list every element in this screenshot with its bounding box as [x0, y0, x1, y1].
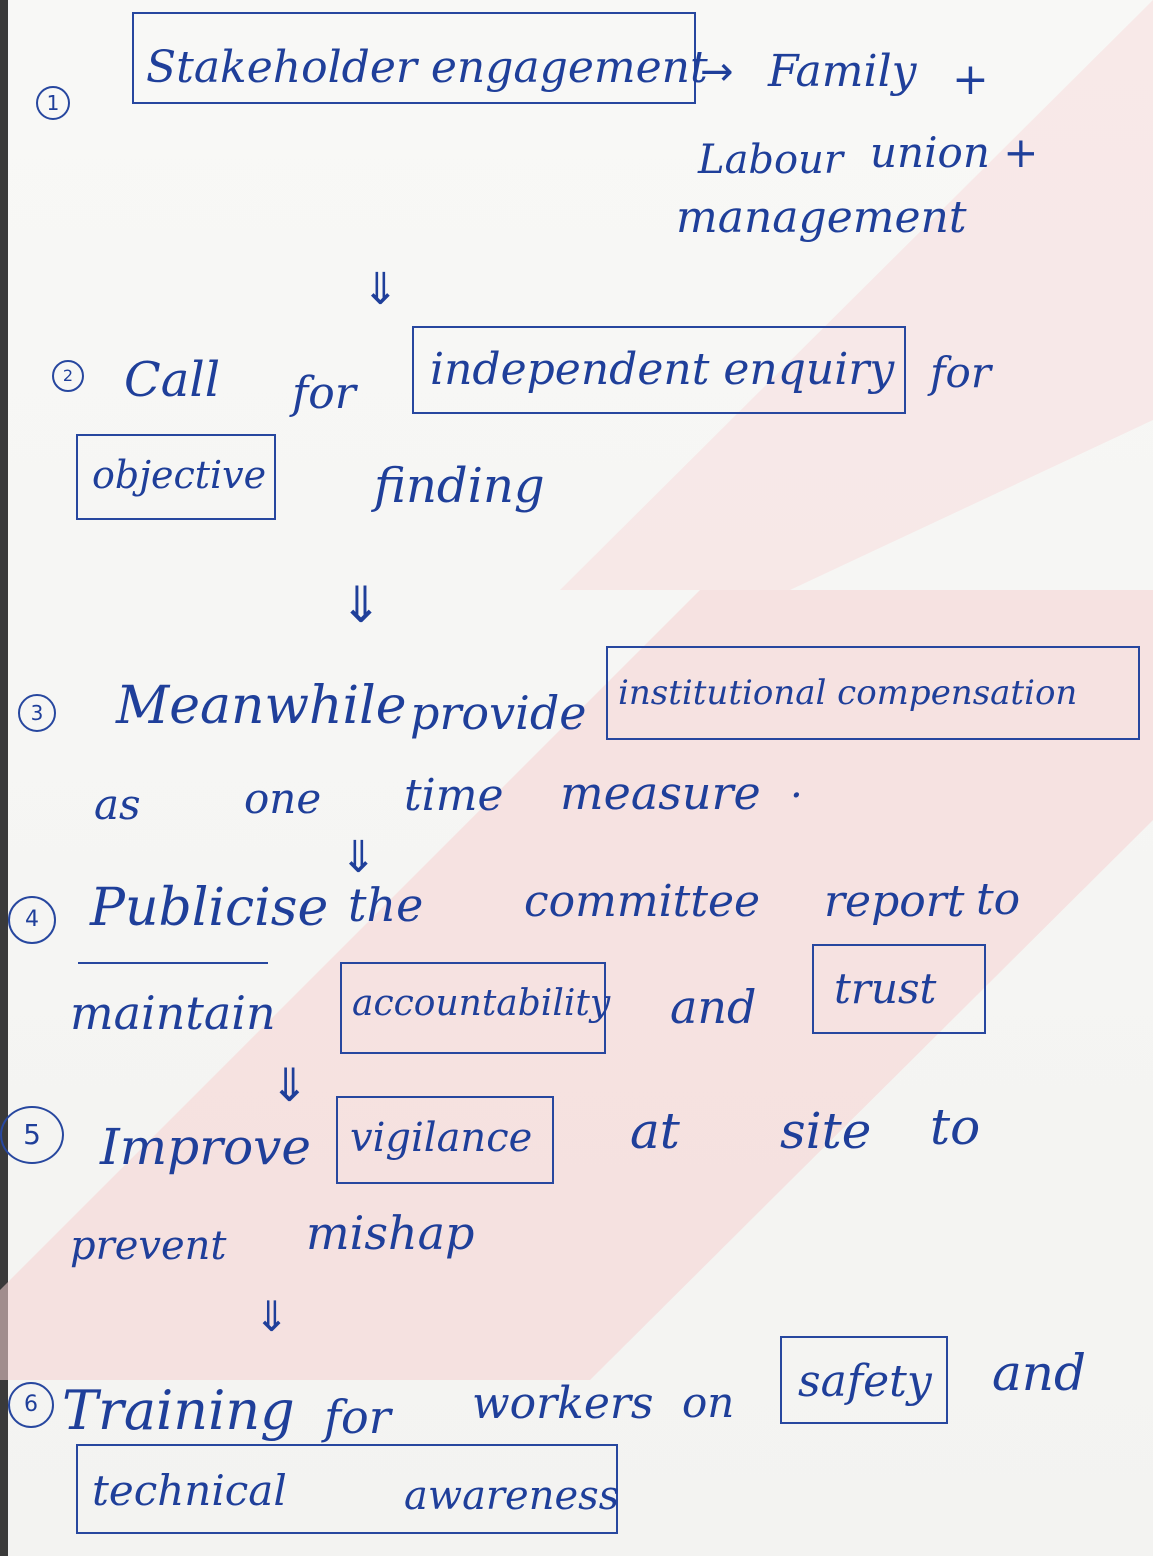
handwritten-text: awareness — [404, 1473, 620, 1519]
step-number: 2 — [52, 360, 84, 392]
highlight-box — [780, 1336, 948, 1424]
highlight-box — [812, 944, 986, 1034]
handwritten-text: on — [682, 1378, 735, 1427]
handwritten-text: Call — [124, 352, 221, 408]
down-arrow-icon: ⇓ — [340, 832, 377, 883]
handwritten-text: management — [676, 192, 967, 243]
handwritten-text: Stakeholder engagement — [146, 42, 708, 93]
handwritten-text: one — [244, 774, 322, 823]
handwritten-text: time — [404, 770, 504, 821]
highlight-box — [76, 1444, 618, 1534]
handwritten-text: at — [630, 1102, 680, 1160]
handwritten-text: and — [670, 980, 757, 1034]
handwritten-text: finding — [374, 458, 545, 514]
handwritten-text: objective — [92, 453, 267, 497]
handwritten-text: report — [824, 876, 965, 927]
handwritten-text: the — [348, 878, 424, 932]
highlight-box — [606, 646, 1140, 740]
highlight-box — [132, 12, 696, 104]
handwritten-text: for — [930, 348, 991, 397]
handwritten-text: . — [790, 761, 803, 807]
handwritten-text: institutional compensation — [618, 673, 1078, 713]
handwritten-text: Training — [62, 1379, 295, 1442]
step-number: 5 — [0, 1106, 64, 1164]
highlight-box — [336, 1096, 554, 1184]
handwritten-text: for — [292, 368, 356, 419]
handwritten-text: site — [780, 1102, 872, 1160]
handwritten-text: Meanwhile — [116, 676, 407, 736]
handwritten-text: Improve — [100, 1118, 312, 1176]
handwritten-text: Family — [768, 46, 917, 97]
handwritten-text: + — [952, 54, 989, 105]
handwritten-text: Labour — [698, 137, 843, 183]
handwritten-text: accountability — [352, 983, 611, 1024]
handwritten-text: to — [930, 1098, 981, 1156]
handwritten-text: prevent — [70, 1223, 227, 1269]
handwritten-text: vigilance — [350, 1115, 533, 1161]
down-arrow-icon: ⇓ — [254, 1292, 290, 1341]
handwritten-text: measure — [560, 766, 761, 820]
handwritten-text: workers — [472, 1378, 654, 1429]
notebook-binding-edge — [0, 0, 8, 1556]
handwritten-text: maintain — [70, 986, 276, 1040]
handwritten-text: committee — [524, 876, 761, 927]
highlight-box — [76, 434, 276, 520]
right-arrow-icon: → — [700, 49, 734, 95]
highlight-box — [412, 326, 906, 414]
handwritten-text: trust — [834, 964, 937, 1013]
down-arrow-icon: ⇓ — [340, 576, 382, 634]
handwritten-text: safety — [798, 1356, 932, 1407]
down-arrow-icon: ⇓ — [362, 264, 399, 315]
step-number: 4 — [8, 896, 56, 944]
handwritten-text: technical — [92, 1466, 287, 1515]
step-number: 3 — [18, 694, 56, 732]
underline — [78, 962, 268, 964]
handwritten-text: as — [94, 780, 141, 829]
handwritten-text: mishap — [306, 1206, 475, 1260]
handwritten-text: to — [976, 874, 1021, 925]
handwritten-text: provide — [410, 686, 587, 740]
highlight-box — [340, 962, 606, 1054]
handwritten-text: for — [324, 1390, 391, 1444]
handwritten-text: Publicise — [90, 878, 329, 938]
handwritten-text: union + — [870, 128, 1039, 177]
handwritten-text: independent enquiry — [430, 344, 895, 395]
handwritten-text: and — [992, 1344, 1087, 1402]
down-arrow-icon: ⇓ — [270, 1058, 309, 1112]
step-number: 1 — [36, 86, 70, 120]
step-number: 6 — [8, 1382, 54, 1428]
